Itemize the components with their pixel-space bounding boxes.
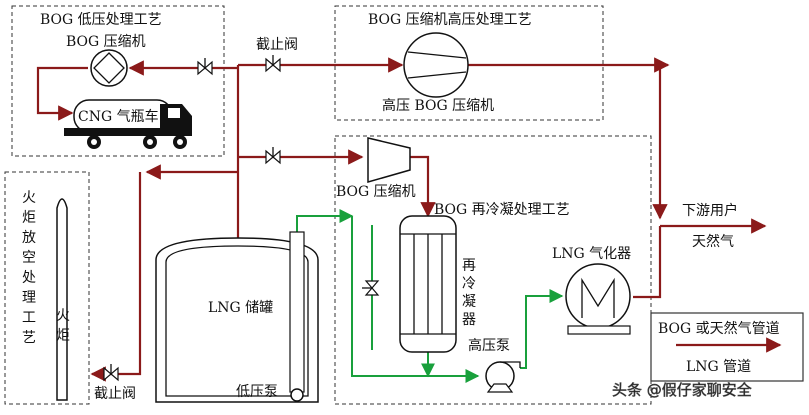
legend-lng-label: LNG 管道 xyxy=(686,359,751,375)
lng-vaporizer xyxy=(565,263,631,335)
shutoff-valve-bottom-label: 截止阀 xyxy=(94,386,136,402)
bog-recondense-process-box xyxy=(334,135,652,405)
hp-bog-compressor xyxy=(403,32,469,98)
cng-truck-label: CNG 气瓶车 xyxy=(78,108,159,125)
svg-text:工: 工 xyxy=(22,310,36,326)
recondenser xyxy=(399,215,457,353)
bog-compressor-mid xyxy=(367,137,411,183)
lp-compressor-symbol xyxy=(93,52,125,84)
hp-pump-base xyxy=(486,383,514,393)
svg-text:炬: 炬 xyxy=(56,328,70,344)
bog-compressor-mid-label: BOG 压缩机 xyxy=(336,184,416,200)
flare-process-box xyxy=(4,171,90,405)
valve-lp xyxy=(197,58,213,76)
hp-bog-compressor-label: 高压 BOG 压缩机 xyxy=(382,97,494,114)
lp-pump xyxy=(290,388,304,402)
natural-gas-label: 天然气 xyxy=(692,233,734,250)
svg-text:处: 处 xyxy=(22,270,36,286)
mid-comp-to-recondenser xyxy=(410,155,436,218)
hp-pump-label: 高压泵 xyxy=(468,337,510,354)
footer-credit: 头条 @假仔家聊安全 xyxy=(612,381,752,399)
flare-pipe xyxy=(90,172,142,382)
lp-comp-to-truck-pipe xyxy=(36,66,88,121)
valve-mid xyxy=(265,147,281,165)
svg-text:理: 理 xyxy=(22,290,36,306)
svg-text:冷: 冷 xyxy=(462,276,476,292)
lp-bog-compressor xyxy=(90,49,128,87)
bog-low-process-label: BOG 低压处理工艺 xyxy=(40,12,162,28)
bog-high-process-label: BOG 压缩机高压处理工艺 xyxy=(368,11,532,28)
shutoff-valve-top-label: 截止阀 xyxy=(256,37,298,53)
flare-label: 火 炬 xyxy=(56,308,70,344)
lp-pump-well xyxy=(289,231,305,393)
svg-text:艺: 艺 xyxy=(22,330,36,346)
svg-text:炬: 炬 xyxy=(22,210,36,226)
svg-text:再: 再 xyxy=(462,258,476,274)
lp-bog-compressor-label: BOG 压缩机 xyxy=(66,34,146,50)
flare-stack xyxy=(56,198,68,401)
cng-truck xyxy=(64,99,192,149)
lng-vaporizer-label: LNG 气化器 xyxy=(552,246,631,262)
bog-low-process-box xyxy=(11,5,225,157)
svg-text:火: 火 xyxy=(22,190,36,206)
valve-flare xyxy=(103,364,119,382)
lng-storage-tank xyxy=(155,237,319,403)
recondenser-label: 再 冷 凝 器 xyxy=(462,258,476,328)
flare-process-label: 火 炬 放 空 处 理 工 艺 xyxy=(22,190,36,346)
tank-to-recondenser-lng xyxy=(296,209,354,232)
svg-text:空: 空 xyxy=(22,250,36,266)
svg-text:火: 火 xyxy=(56,308,70,324)
hp-pump-outlet xyxy=(500,361,521,368)
vaporizer-out-pipe xyxy=(633,226,662,299)
svg-text:凝: 凝 xyxy=(462,294,476,310)
hp-pump-to-vaporizer xyxy=(520,289,564,369)
hp-comp-line-1 xyxy=(407,51,467,59)
svg-text:器: 器 xyxy=(462,312,476,328)
bog-recondense-process-label: BOG 再冷凝处理工艺 xyxy=(434,202,570,218)
lng-tank-label: LNG 储罐 xyxy=(208,300,273,316)
hp-comp-line-2 xyxy=(407,71,467,79)
lp-pump-label: 低压泵 xyxy=(236,384,278,400)
valve-top xyxy=(265,55,281,73)
valve-recondenser-bypass xyxy=(362,280,380,296)
lng-bypass-to-hp-pump xyxy=(351,216,480,383)
lng-tank-inner xyxy=(165,245,309,397)
svg-text:放: 放 xyxy=(22,230,36,246)
downstream-users-label: 下游用户 xyxy=(682,202,738,219)
legend-bog-label: BOG 或天然气管道 xyxy=(658,320,780,337)
bog-high-process-box xyxy=(334,5,604,121)
